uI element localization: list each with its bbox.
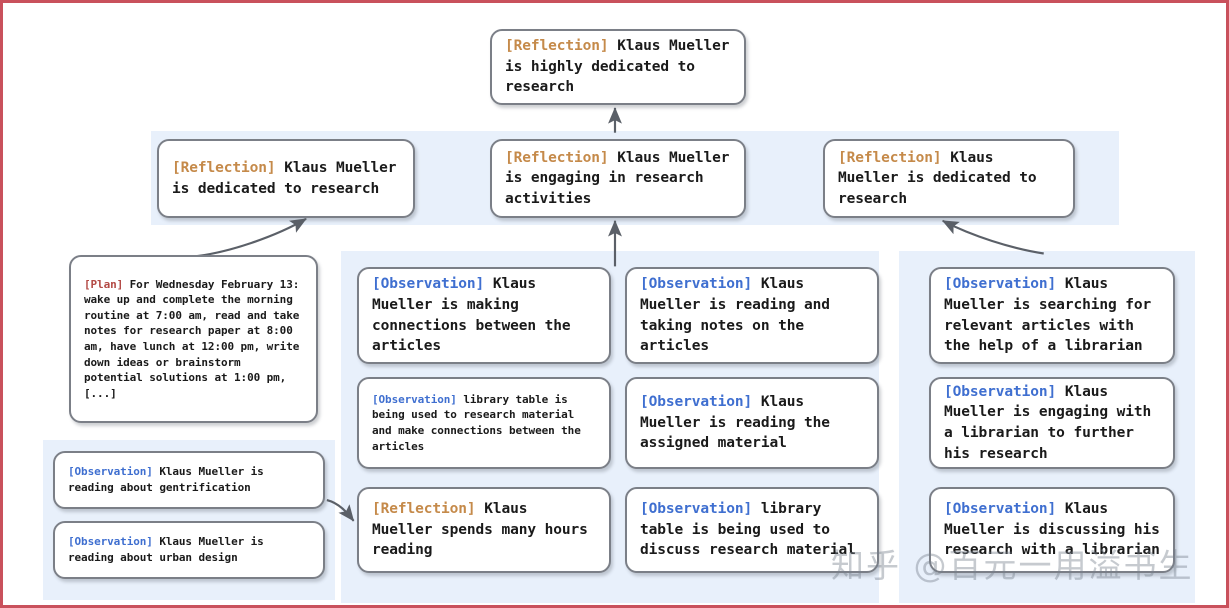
node-observation-c1-1[interactable]: [Observation] Klaus Mueller is making co… [357, 267, 611, 364]
node-text: Klaus Mueller spends many hours reading [372, 501, 597, 559]
node-plan[interactable]: [Plan] For Wednesday February 13: wake u… [69, 255, 318, 423]
node-observation-c2-1[interactable]: [Observation] Klaus Mueller is reading a… [625, 267, 879, 364]
tag-observation: [Observation] [944, 383, 1057, 400]
node-text: library table is being used to discuss r… [640, 501, 856, 559]
node-text: Klaus Mueller is reading and taking note… [640, 276, 839, 355]
node-text: library table is being used to research … [372, 392, 588, 453]
tag-observation: [Observation] [944, 501, 1057, 518]
node-observation-c1-2[interactable]: [Observation] library table is being use… [357, 377, 611, 469]
node-text: Klaus Mueller is making connections betw… [372, 276, 580, 355]
watermark: 知乎 @百元一用溢书生 [831, 546, 1194, 585]
node-text: Klaus Mueller is dedicated to research [172, 159, 406, 197]
tag-reflection: [Reflection] [505, 149, 609, 166]
node-text: Klaus Mueller is reading about urban des… [68, 535, 271, 564]
node-reflection-c1-3[interactable]: [Reflection] Klaus Mueller spends many h… [357, 487, 611, 573]
node-text: Klaus Mueller is discussing his research… [944, 501, 1169, 559]
tag-observation: [Observation] [372, 276, 485, 293]
tag-reflection: [Reflection] [838, 149, 942, 166]
tag-plan: [Plan] [84, 277, 124, 291]
tag-observation: [Observation] [640, 501, 753, 518]
node-text: Klaus Mueller is highly dedicated to res… [505, 38, 739, 96]
tag-reflection: [Reflection] [172, 159, 276, 176]
tag-observation: [Observation] [944, 276, 1057, 293]
node-text: For Wednesday February 13: wake up and c… [84, 277, 306, 400]
node-text: Klaus Mueller is reading about gentrific… [68, 465, 271, 494]
arrow-right-obs-to-right-reflection [941, 219, 1044, 255]
node-text: Klaus Mueller is engaging in research ac… [505, 149, 739, 207]
node-observation-left-2[interactable]: [Observation] Klaus Mueller is reading a… [53, 521, 325, 579]
node-observation-c2-2[interactable]: [Observation] Klaus Mueller is reading t… [625, 377, 879, 469]
tag-reflection: [Reflection] [505, 38, 609, 55]
node-observation-left-1[interactable]: [Observation] Klaus Mueller is reading a… [53, 451, 325, 509]
node-top-reflection[interactable]: [Reflection] Klaus Mueller is highly ded… [490, 29, 746, 105]
node-observation-c3-1[interactable]: [Observation] Klaus Mueller is searching… [929, 267, 1175, 364]
node-reflection-mid[interactable]: [Reflection] Klaus Mueller is engaging i… [490, 139, 746, 218]
node-observation-c3-3[interactable]: [Observation] Klaus Mueller is discussin… [929, 487, 1175, 573]
node-reflection-left[interactable]: [Reflection] Klaus Mueller is dedicated … [157, 139, 415, 218]
node-reflection-right[interactable]: [Reflection] Klaus Mueller is dedicated … [823, 139, 1075, 218]
tag-observation: [Observation] [640, 394, 753, 411]
tag-reflection: [Reflection] [372, 501, 476, 518]
node-text: Klaus Mueller is searching for relevant … [944, 276, 1160, 355]
tag-observation: [Observation] [68, 535, 153, 549]
tag-observation: [Observation] [640, 276, 753, 293]
node-observation-c2-3[interactable]: [Observation] library table is being use… [625, 487, 879, 573]
node-text: Klaus Mueller is dedicated to research [838, 149, 1046, 207]
tag-observation: [Observation] [68, 465, 153, 479]
node-text: Klaus Mueller is reading the assigned ma… [640, 394, 839, 452]
node-observation-c3-2[interactable]: [Observation] Klaus Mueller is engaging … [929, 377, 1175, 469]
tag-observation: [Observation] [372, 392, 457, 406]
node-text: Klaus Mueller is engaging with a librari… [944, 383, 1160, 462]
